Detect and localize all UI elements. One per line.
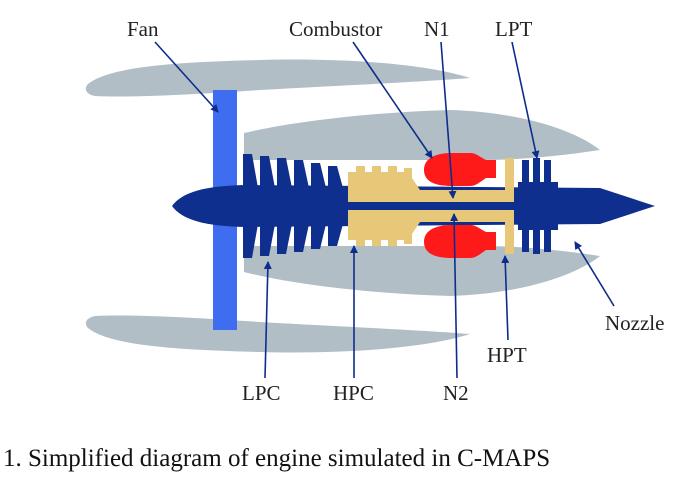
- label-fan: Fan: [127, 17, 159, 41]
- hpc-top: [348, 158, 514, 202]
- lpc-blades-bottom: [243, 224, 343, 258]
- leader-lpt: [511, 41, 540, 159]
- leader-lpc: [263, 261, 272, 379]
- nacelle-top: [85, 59, 470, 97]
- label-n2: N2: [443, 381, 469, 405]
- label-combustor: Combustor: [289, 17, 382, 41]
- combustor-top: [424, 153, 496, 186]
- leader-n1: [440, 41, 457, 199]
- leader-nozzle: [574, 241, 615, 307]
- leader-hpt: [501, 255, 510, 341]
- leader-combustor: [352, 41, 433, 159]
- lpt-blades-top: [518, 158, 558, 192]
- leader-n2: [450, 213, 459, 379]
- spool-gap: [348, 202, 514, 210]
- combustor-bottom: [424, 225, 496, 258]
- label-lpc: LPC: [242, 381, 281, 405]
- core-casing-bottom: [244, 246, 600, 296]
- label-hpc: HPC: [333, 381, 374, 405]
- core-casing-top: [244, 110, 600, 160]
- label-hpt: HPT: [487, 343, 527, 367]
- figure-caption: 1. Simplified diagram of engine simulate…: [3, 445, 550, 472]
- label-lpt: LPT: [495, 17, 533, 41]
- label-n1: N1: [424, 17, 450, 41]
- leader-fan: [154, 41, 219, 113]
- hpc-bottom: [348, 210, 514, 254]
- lpc-blades-top: [243, 154, 343, 188]
- label-nozzle: Nozzle: [605, 311, 664, 335]
- nacelle-bottom: [85, 315, 470, 353]
- lpt-blades-bottom: [518, 220, 558, 254]
